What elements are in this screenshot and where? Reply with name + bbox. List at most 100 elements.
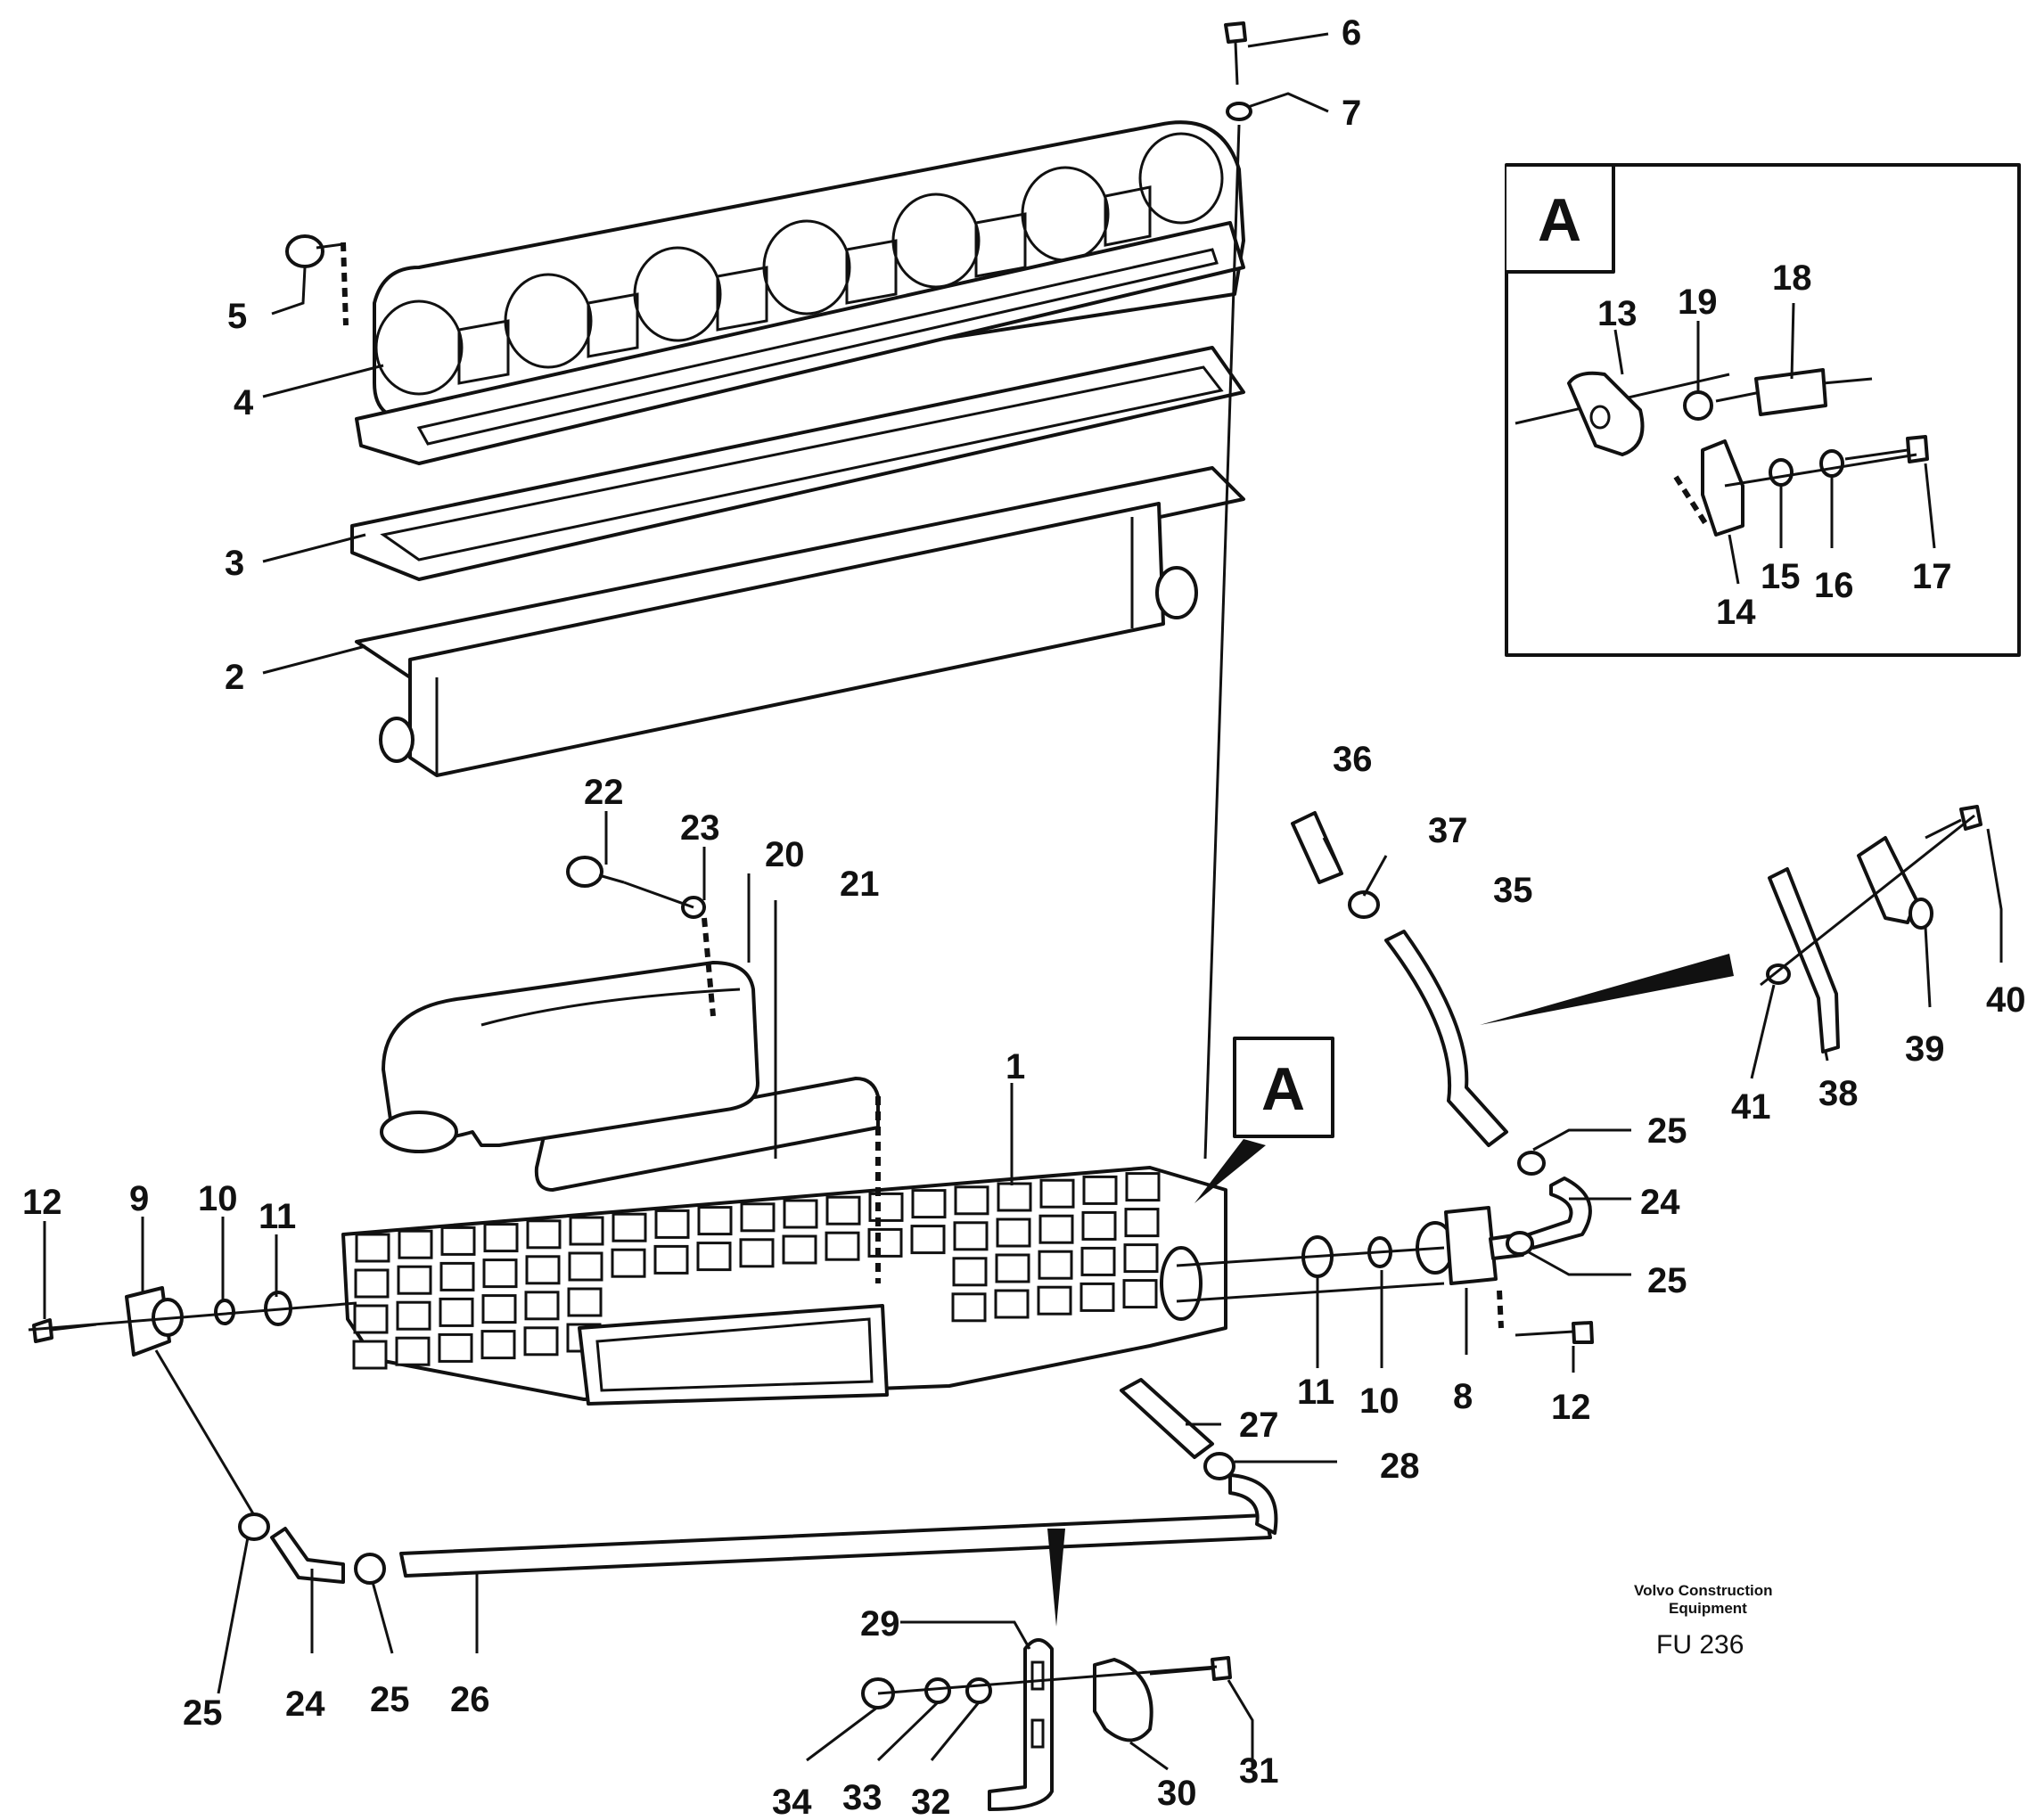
- callout-2: 2: [225, 658, 244, 697]
- housing-cell: [1037, 1285, 1072, 1316]
- housing-cell: [438, 1332, 473, 1363]
- housing-cell: [397, 1265, 432, 1295]
- housing-cell: [611, 1248, 646, 1278]
- part-4-cover-plate: [373, 120, 1245, 422]
- part-27-hose-end: [1120, 1378, 1214, 1459]
- housing-cell: [523, 1326, 559, 1357]
- housing-cell: [1123, 1243, 1159, 1274]
- housing-cell: [1038, 1214, 1074, 1244]
- part-15-washer: [1769, 458, 1794, 487]
- callout-24-upper: 24: [1640, 1183, 1680, 1222]
- housing-cell: [740, 1202, 776, 1233]
- callout-5: 5: [227, 297, 247, 336]
- callout-25-d: 25: [370, 1680, 410, 1719]
- housing-cell: [739, 1238, 775, 1268]
- pointer-arrow-upper: [1480, 954, 1734, 1025]
- part-41-nut: [1766, 963, 1791, 985]
- housing-cell: [352, 1340, 388, 1370]
- callout-10-right: 10: [1359, 1381, 1400, 1421]
- housing-cell: [868, 1192, 904, 1222]
- callout-33: 33: [842, 1778, 882, 1817]
- housing-cell: [355, 1233, 390, 1263]
- part-36-hose-end: [1291, 811, 1343, 884]
- housing-cell: [654, 1209, 690, 1239]
- housing-cell: [1082, 1175, 1118, 1205]
- part-25-clamp-lower: [1506, 1231, 1534, 1256]
- housing-cell: [395, 1336, 431, 1366]
- housing-cell: [482, 1258, 518, 1289]
- housing-cell: [1038, 1250, 1073, 1280]
- part-31-bolt: [1149, 1656, 1232, 1681]
- callout-6: 6: [1342, 13, 1361, 53]
- part-35-hose: [1384, 930, 1508, 1147]
- part-37-clamp: [1348, 890, 1380, 919]
- leader-lines: [43, 32, 2003, 1771]
- housing-cell: [653, 1244, 689, 1275]
- part-28-clamp: [1203, 1452, 1235, 1480]
- callout-23: 23: [680, 808, 720, 848]
- callout-25-c: 25: [183, 1693, 223, 1733]
- part-5-bolt: [285, 234, 344, 268]
- housing-cell: [526, 1219, 562, 1250]
- part-18-stud: [1715, 368, 1827, 416]
- housing-cell: [440, 1226, 476, 1256]
- callout-9: 9: [129, 1179, 149, 1218]
- callout-labels: 1 2 3 4 5 6 7 8 9 10 10 11 11 12 12 13 1…: [22, 13, 2026, 1820]
- pointer-arrow-lower: [1047, 1529, 1065, 1627]
- housing-cell: [783, 1199, 818, 1229]
- cover-ports: [374, 132, 1224, 396]
- housing-cell: [483, 1223, 519, 1253]
- part-4-flange-plate: [355, 221, 1245, 465]
- detail-marker-a: A: [1194, 1037, 1334, 1203]
- housing-cell: [1080, 1246, 1116, 1276]
- callout-29: 29: [860, 1604, 900, 1644]
- part-12-bolt-left: [32, 1318, 97, 1343]
- housing-cell: [911, 1189, 947, 1219]
- callout-36: 36: [1333, 740, 1373, 779]
- housing-cell: [1039, 1178, 1075, 1209]
- callout-32: 32: [911, 1783, 951, 1820]
- housing-cell: [1125, 1172, 1161, 1202]
- housing-cell: [353, 1304, 389, 1334]
- callout-38: 38: [1818, 1074, 1859, 1113]
- part-29-bracket: [988, 1638, 1054, 1811]
- housing-cell: [910, 1225, 946, 1255]
- maker-line-2: Equipment: [1669, 1600, 1747, 1617]
- part-20-elbow-housing: [380, 961, 759, 1153]
- callout-31: 31: [1239, 1751, 1279, 1791]
- callout-25-a: 25: [1647, 1111, 1687, 1151]
- part-25-clamp-mid: [354, 1553, 386, 1585]
- housing-cell: [567, 1287, 603, 1317]
- part-22-bolt: [566, 856, 625, 888]
- callout-15: 15: [1761, 557, 1801, 596]
- part-26-pipe: [399, 1473, 1278, 1578]
- housing-cell: [1122, 1279, 1158, 1309]
- housing-cell: [398, 1229, 433, 1259]
- housing-cell: [1081, 1210, 1117, 1241]
- callout-10: 10: [198, 1179, 238, 1218]
- callout-7: 7: [1342, 94, 1361, 133]
- callout-34: 34: [772, 1783, 812, 1820]
- callout-22: 22: [584, 773, 624, 812]
- callout-4: 4: [234, 383, 254, 422]
- part-19-washer: [1683, 390, 1713, 421]
- callout-18: 18: [1772, 258, 1812, 298]
- callout-16: 16: [1814, 566, 1854, 605]
- part-30-pipe-clamp: [1093, 1658, 1153, 1742]
- part-1-main-housing: [341, 1166, 1227, 1406]
- part-24-pipe-bend: [1527, 1176, 1592, 1250]
- housing-cell: [439, 1261, 475, 1291]
- part-32-washer: [965, 1677, 992, 1704]
- callout-40: 40: [1986, 980, 2026, 1020]
- callout-25-b: 25: [1647, 1261, 1687, 1300]
- callout-11: 11: [259, 1197, 296, 1236]
- callout-24-lower: 24: [285, 1685, 325, 1724]
- detail-view-label: A: [1538, 186, 1581, 254]
- callout-8: 8: [1453, 1377, 1473, 1416]
- housing-cell: [782, 1234, 817, 1265]
- maker-line-1: Volvo Construction: [1634, 1582, 1773, 1599]
- housing-cell: [825, 1195, 861, 1226]
- callout-12-right: 12: [1551, 1388, 1591, 1427]
- callout-30: 30: [1157, 1774, 1197, 1813]
